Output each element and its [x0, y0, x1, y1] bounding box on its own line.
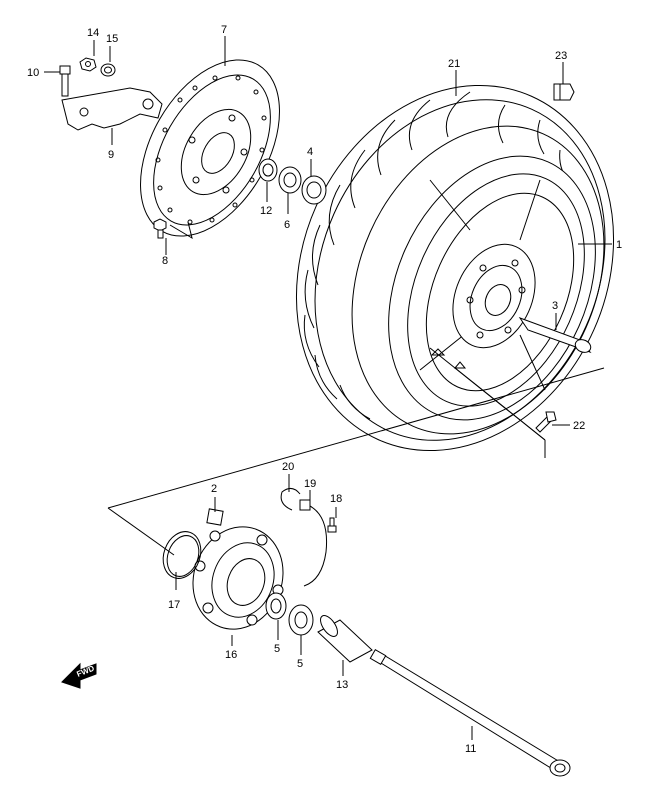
sprocket-hub [192, 508, 284, 630]
callout-12: 12 [260, 205, 272, 217]
valve-clip-23 [553, 83, 575, 101]
spacer-12 [258, 158, 278, 182]
callout-16: 16 [225, 649, 237, 661]
callout-14: 14 [87, 27, 99, 39]
forward-direction-marker: FWD [61, 662, 97, 689]
tire-valve-22 [535, 411, 557, 433]
washer-15 [100, 63, 116, 77]
callout-15: 15 [106, 33, 118, 45]
callout-22: 22 [573, 420, 585, 432]
callout-20: 20 [282, 461, 294, 473]
bolt-18 [327, 517, 337, 533]
rear-axle-11 [369, 648, 571, 777]
callout-11: 11 [465, 743, 476, 755]
callout-4: 4 [307, 146, 313, 158]
nut-14 [79, 57, 97, 72]
bearing-5b [288, 604, 314, 636]
callout-9: 9 [108, 149, 114, 161]
callout-6: 6 [284, 219, 290, 231]
callout-5b: 5 [297, 658, 303, 670]
bearing-4 [301, 175, 327, 205]
callout-18: 18 [330, 493, 342, 505]
bearing-5a [265, 592, 287, 620]
callout-5a: 5 [274, 643, 280, 655]
callout-1: 1 [616, 239, 622, 251]
assembly-guide-lines [107, 221, 605, 556]
callout-19: 19 [304, 478, 316, 490]
oil-seal-6 [278, 166, 302, 194]
bolt-8 [153, 218, 167, 239]
leader-lines [44, 36, 612, 740]
callout-21: 21 [448, 58, 460, 70]
callout-labels: 1 2 3 4 5 5 6 7 8 9 10 11 12 13 14 15 16… [27, 24, 622, 755]
callout-3: 3 [552, 300, 558, 312]
callout-2: 2 [211, 483, 217, 495]
brake-disc [140, 59, 280, 237]
rear-wheel-rim [388, 155, 596, 421]
callout-7: 7 [221, 24, 227, 36]
callout-13: 13 [336, 679, 348, 691]
retainer-19 [299, 499, 328, 587]
callout-23: 23 [555, 50, 567, 62]
bolt-10 [59, 65, 71, 97]
axle-spacer [518, 317, 592, 354]
circlip-20 [280, 488, 301, 511]
fwd-arrow-icon [61, 662, 97, 689]
callout-8: 8 [162, 255, 168, 267]
callout-10: 10 [27, 67, 39, 79]
callout-17: 17 [168, 599, 180, 611]
caliper-bracket [61, 87, 163, 131]
spacer-13 [317, 615, 373, 663]
